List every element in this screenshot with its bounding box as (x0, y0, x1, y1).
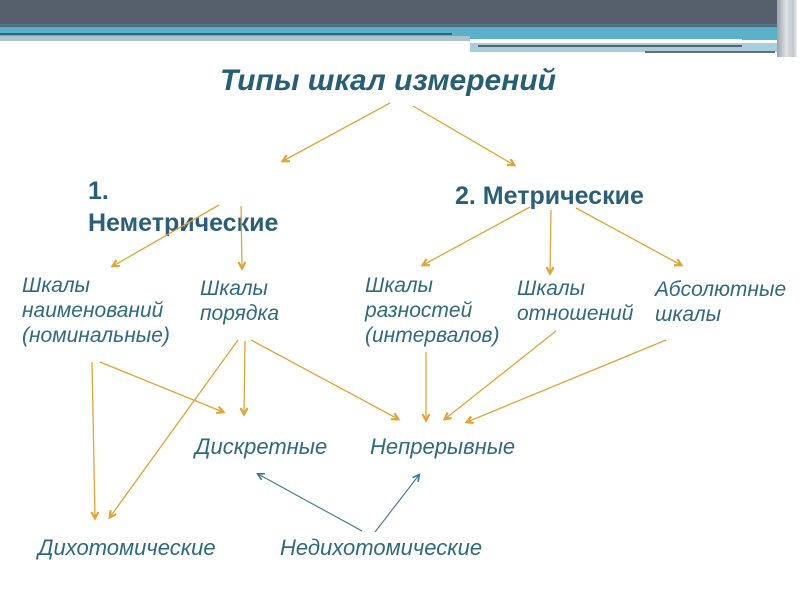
node-dichotomous: Дихотомические (38, 535, 216, 560)
arrow-line (467, 339, 667, 422)
arrow-line (110, 339, 239, 517)
header-bar-pale (0, 36, 470, 41)
arrow-line (374, 475, 419, 533)
header-rule-dark (0, 24, 779, 26)
arrow-line (423, 206, 531, 265)
header-step-white (470, 39, 742, 43)
header-rule-gray (478, 45, 742, 47)
slide-title: Типы шкал измерений (220, 64, 556, 97)
header-bar-lightblue (470, 43, 777, 52)
arrow-line (92, 361, 95, 518)
header-corner-column (777, 0, 797, 57)
arrow-line (258, 474, 363, 532)
node-absolute-scales: Абсолютные шкалы (655, 278, 787, 327)
header-rule-gray-2 (645, 51, 775, 53)
header-rule-teal (0, 33, 452, 35)
node-metric-scales: 2. Метрические (455, 182, 644, 210)
arrow-line (99, 361, 223, 412)
node-nonmetric-scales: 1. Неметрические (88, 177, 279, 237)
node-nominal-scales: Шкалы наименований (номинальные) (22, 274, 170, 348)
node-nondichotomous: Недихотомические (280, 535, 483, 560)
arrow-line (575, 207, 681, 265)
arrow-line (550, 209, 551, 273)
node-ordinal-scales: Шкалы порядка (200, 277, 280, 326)
node-ratio-scales: Шкалы отношений (517, 277, 634, 326)
node-interval-scales: Шкалы разностей (интервалов) (365, 274, 500, 348)
arrow-line (244, 340, 245, 414)
header-step-white-2 (615, 52, 777, 56)
arrow-line (250, 339, 398, 419)
arrow-line (412, 105, 514, 165)
node-continuous: Непрерывные (370, 434, 516, 459)
node-discrete: Дискретные (195, 434, 328, 459)
header-bar-slate (0, 0, 779, 27)
arrow-line (283, 102, 391, 161)
